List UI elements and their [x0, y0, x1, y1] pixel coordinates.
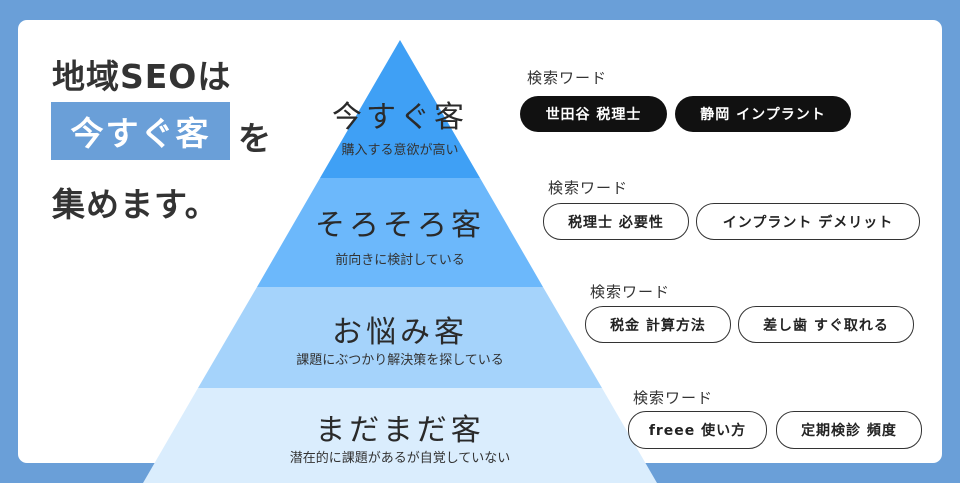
keyword-pill: 定期検診 頻度: [776, 411, 922, 449]
layer-1-title: 今すぐ客: [332, 100, 468, 135]
layer-3-title: お悩み客: [332, 315, 468, 350]
keyword-pill: freee 使い方: [628, 411, 767, 449]
keyword-pill: 税理士 必要性: [543, 203, 689, 240]
headline-line3: 集めます。: [52, 185, 219, 224]
pyramid-layer-1: [320, 40, 480, 178]
keyword-pill: インプラント デメリット: [696, 203, 920, 240]
pyramid-layer-4: [143, 388, 657, 483]
layer-3-subtitle: 課題にぶつかり解決策を探している: [296, 353, 504, 368]
layer-1-subtitle: 購入する意欲が高い: [341, 143, 459, 158]
keyword-pill: 世田谷 税理士: [520, 96, 667, 132]
keyword-label-2: 検索ワード: [548, 179, 629, 197]
keyword-pill: 差し歯 すぐ取れる: [738, 306, 914, 343]
headline-highlight: 今すぐ客: [51, 102, 230, 160]
layer-2-title: そろそろ客: [315, 208, 485, 243]
layer-2-subtitle: 前向きに検討している: [335, 253, 465, 268]
layer-4-subtitle: 潜在的に課題があるが自覚していない: [289, 451, 511, 466]
keyword-label-4: 検索ワード: [633, 389, 714, 407]
layer-4-title: まだまだ客: [315, 413, 485, 448]
pyramid-layer-3: [198, 287, 602, 388]
keyword-label-3: 検索ワード: [590, 283, 671, 301]
keyword-label-1: 検索ワード: [527, 69, 608, 87]
pyramid-layer-2: [257, 178, 543, 287]
headline-line1: 地域SEOは: [52, 57, 232, 96]
headline-suffix: を: [238, 119, 272, 158]
keyword-pill: 静岡 インプラント: [675, 96, 851, 132]
keyword-pill: 税金 計算方法: [585, 306, 731, 343]
